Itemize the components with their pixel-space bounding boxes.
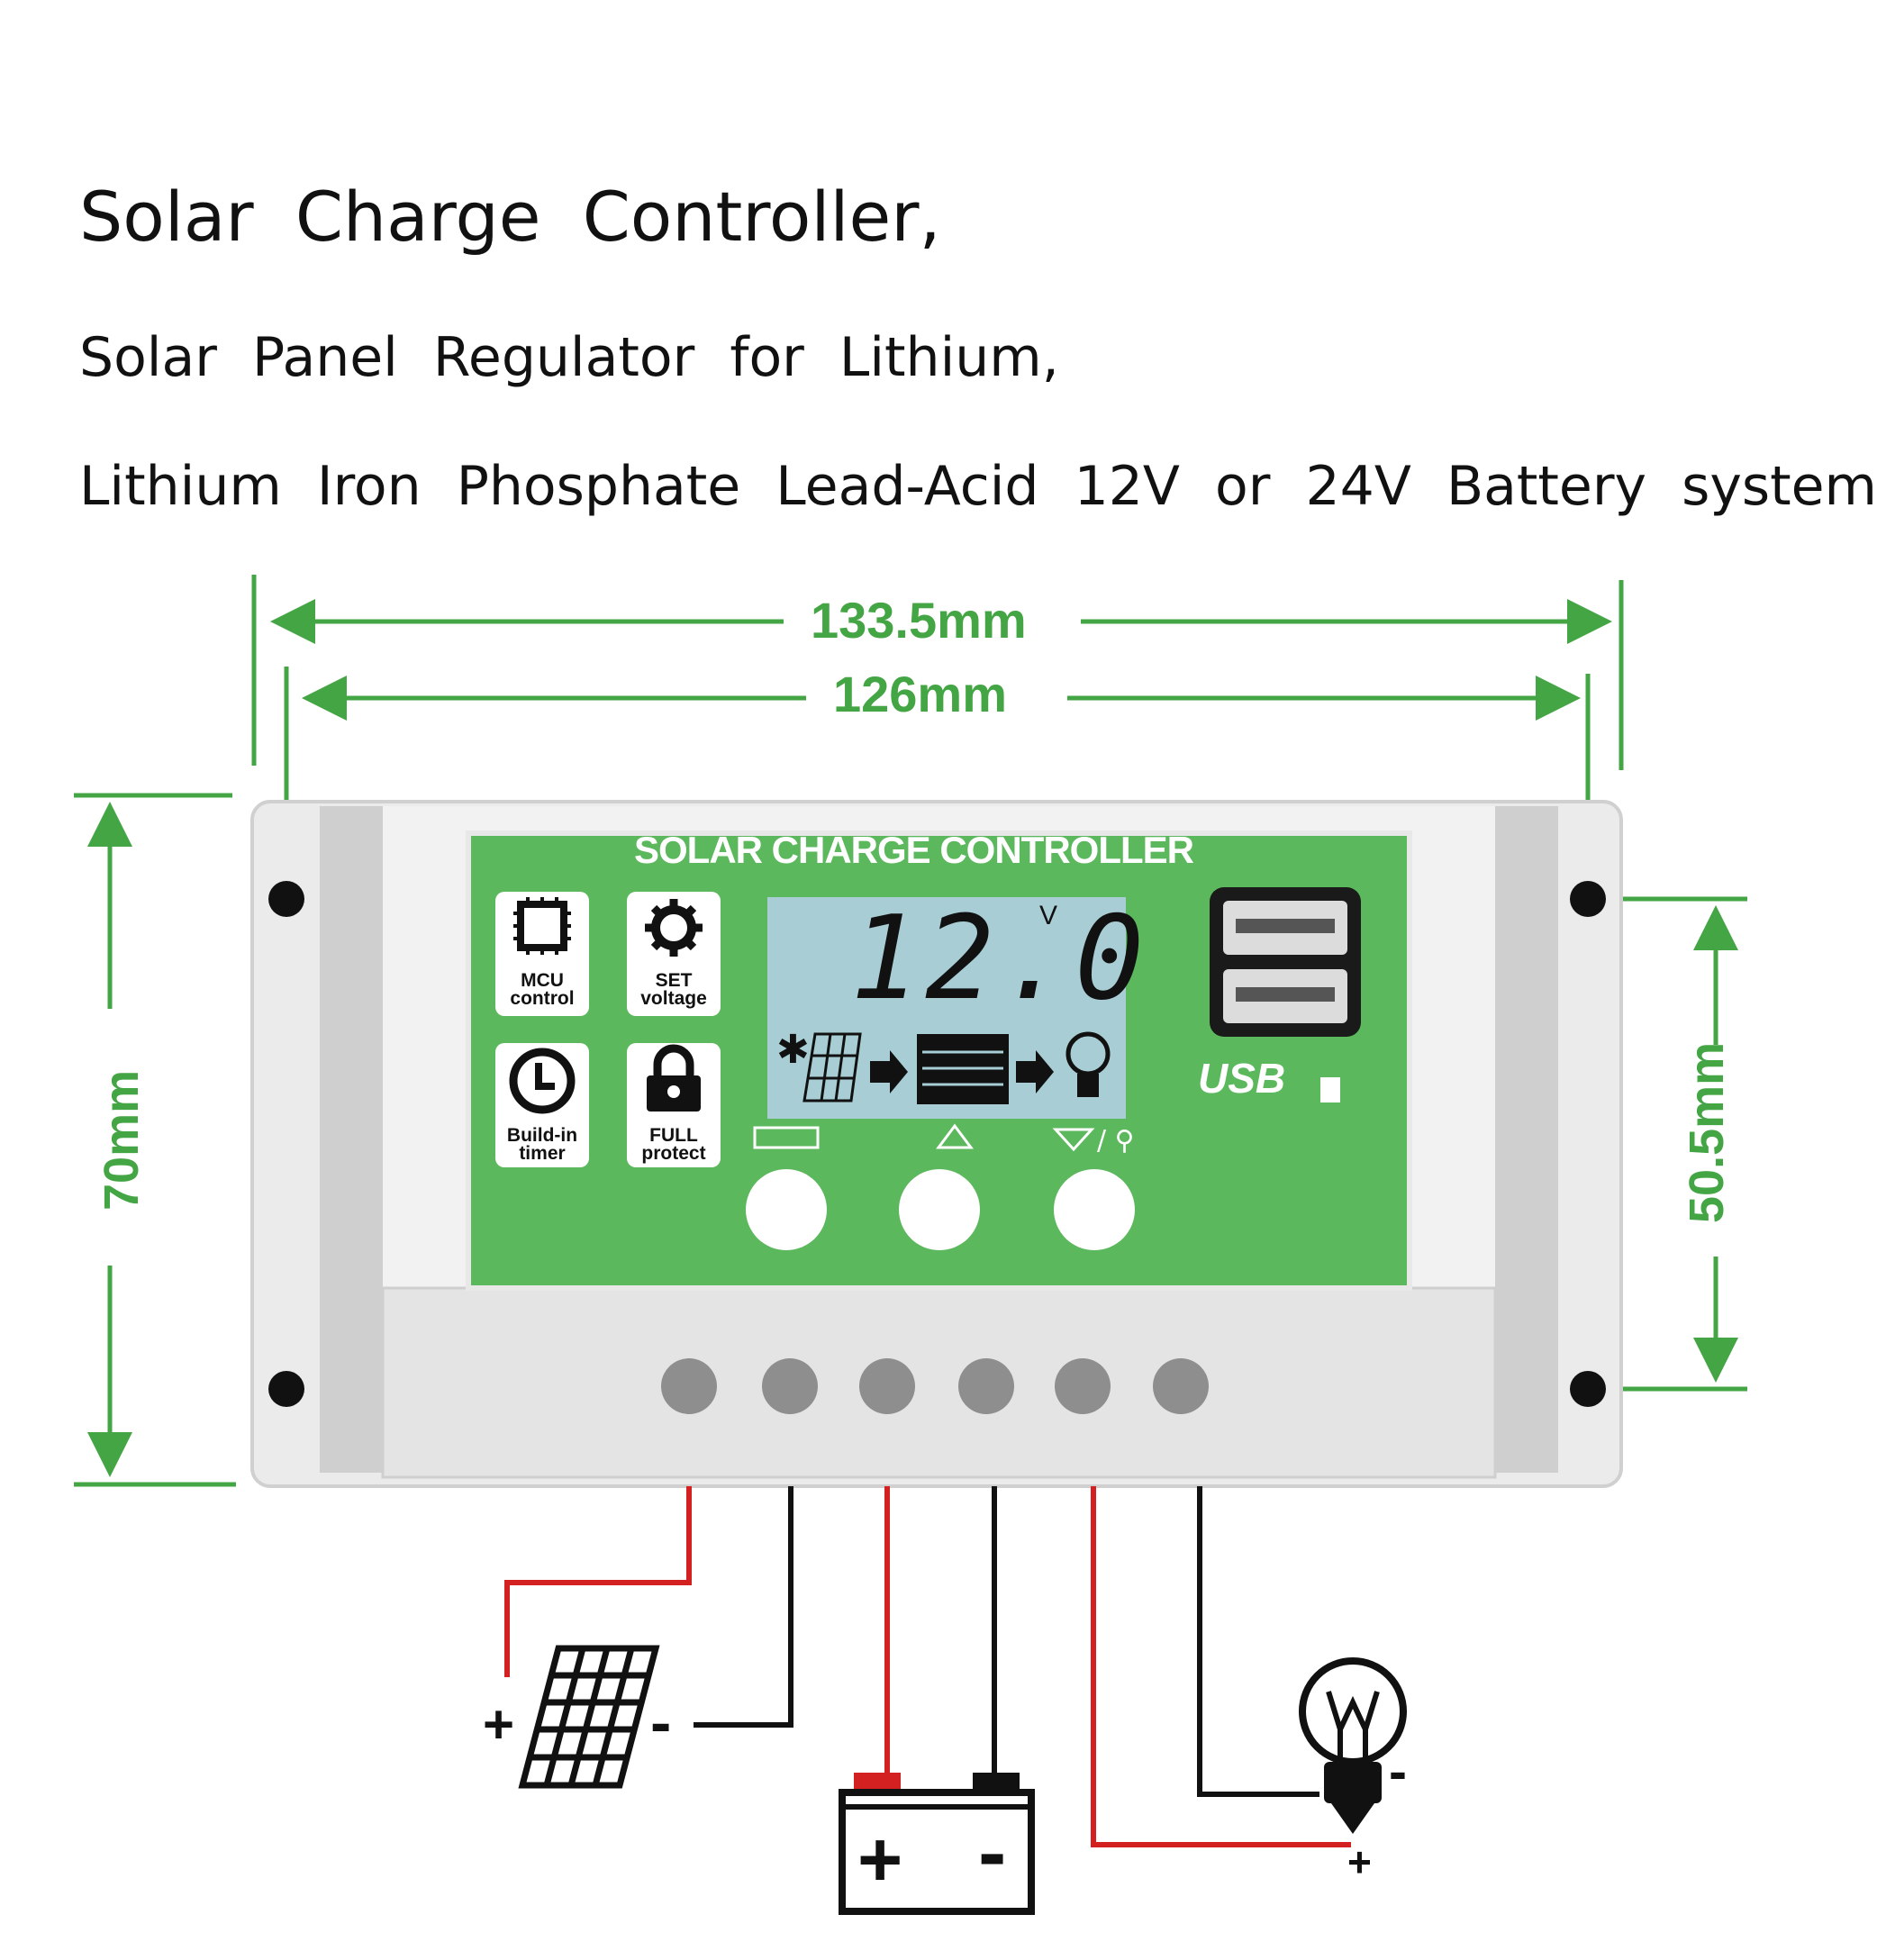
controller-housing: ✱ / ⚲ — [250, 800, 1623, 1488]
gear-icon — [645, 899, 703, 957]
battery-icon — [839, 1773, 1035, 1915]
terminal-panel-negative[interactable] — [762, 1358, 818, 1414]
feature-build-in-timer: Build-in timer — [495, 1043, 589, 1167]
svg-text:✱: ✱ — [776, 1027, 810, 1073]
battery-plus-sign: + — [857, 1817, 903, 1903]
lcd-unit: V — [1039, 901, 1058, 930]
chip-icon — [513, 897, 571, 955]
panel-plus-sign: + — [483, 1694, 515, 1755]
lcd-flow-icons: ✱ — [776, 1027, 1111, 1104]
menu-button[interactable] — [746, 1169, 827, 1250]
terminal-load-positive[interactable] — [1055, 1358, 1111, 1414]
hole-width-label: 126mm — [815, 665, 1026, 723]
solar-panel-icon — [518, 1645, 660, 1789]
light-bulb-base — [1324, 1762, 1382, 1834]
terminal-load-negative[interactable] — [1153, 1358, 1209, 1414]
title-line-2: Solar Panel Regulator for Lithium, — [79, 326, 1059, 389]
panel-minus-sign: - — [650, 1687, 672, 1757]
terminal-battery-negative[interactable] — [958, 1358, 1014, 1414]
title-line-3: Lithium Iron Phosphate Lead-Acid 12V or … — [79, 455, 1877, 518]
feature-mcu-control: MCU control — [495, 892, 589, 1016]
terminal-panel-positive[interactable] — [661, 1358, 717, 1414]
lcd-voltage-readout: 12.0 — [850, 892, 1150, 1026]
usb-label: USB — [1198, 1055, 1286, 1102]
svg-text:/ ⚲: / ⚲ — [1097, 1125, 1135, 1157]
load-plus-sign: + — [1347, 1838, 1372, 1885]
title-line-1: Solar Charge Controller, — [79, 177, 941, 257]
battery-minus-sign: - — [978, 1804, 1007, 1899]
terminal-battery-positive[interactable] — [859, 1358, 915, 1414]
device-panel-title: SOLAR CHARGE CONTROLLER — [634, 829, 1194, 871]
feature-set-voltage: SET voltage — [627, 892, 721, 1016]
hole-height-label: 50.5mm — [1679, 1041, 1735, 1223]
lock-icon — [647, 1044, 701, 1112]
load-minus-sign: - — [1389, 1741, 1407, 1801]
minus-load-button[interactable] — [1054, 1169, 1135, 1250]
dimension-lines — [74, 575, 1747, 1487]
feature-full-protect: FULL protect — [627, 1043, 721, 1167]
outer-width-label: 133.5mm — [793, 591, 1045, 649]
clock-icon — [509, 1048, 576, 1114]
wiring — [504, 1486, 1351, 1847]
height-label: 70mm — [94, 1069, 150, 1211]
plus-button[interactable] — [899, 1169, 980, 1250]
